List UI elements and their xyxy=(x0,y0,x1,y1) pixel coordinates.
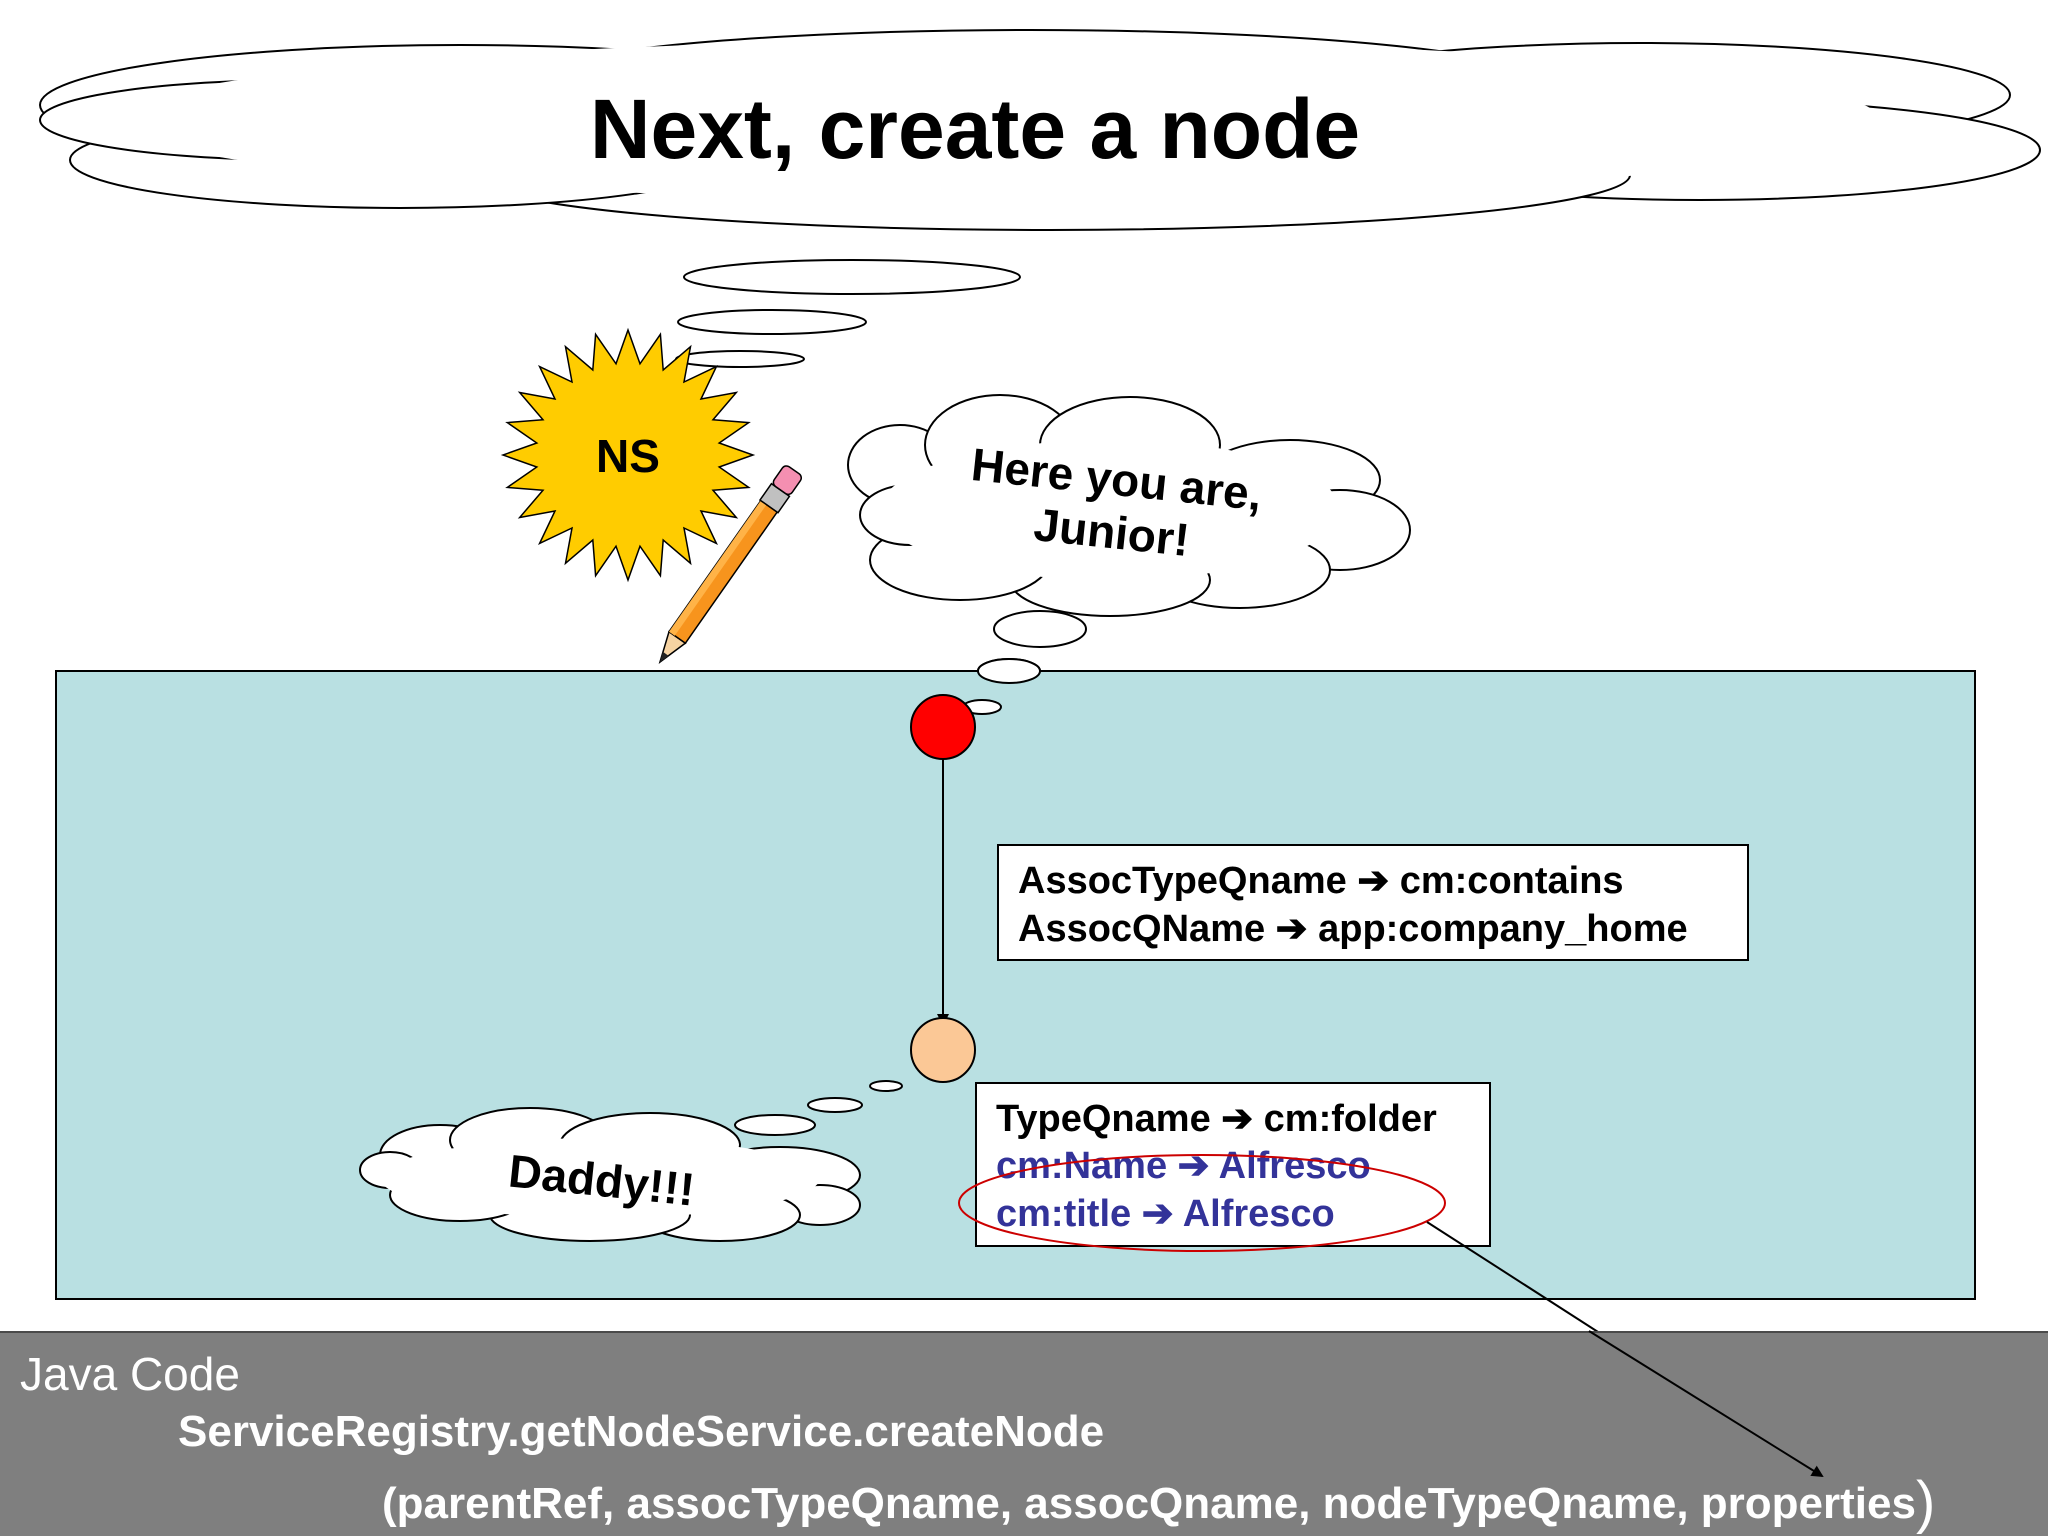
parent-speech-cloud xyxy=(847,394,1411,617)
title-cloud xyxy=(39,29,2041,231)
assoc-type-line: AssocTypeQname ➔ cm:contains xyxy=(1018,860,1624,902)
java-create-node-args: (parentRef, assocTypeQname, assocQname, … xyxy=(382,1469,1935,1536)
assoc-qname-line: AssocQName ➔ app:company_home xyxy=(1018,908,1688,950)
cm-name-line: cm:Name ➔ Alfresco xyxy=(996,1145,1371,1187)
child-speech-cloud xyxy=(359,1107,861,1242)
properties-highlight-ellipse xyxy=(958,1154,1446,1252)
child-thought-trail xyxy=(734,1080,903,1136)
ns-starburst-icon xyxy=(500,327,756,583)
java-close-paren: ) xyxy=(1915,1470,1936,1535)
parent-thought-trail-overlap xyxy=(962,658,1041,715)
parent-node[interactable] xyxy=(910,694,976,760)
java-code-panel: Java Code ServiceRegistry.getNodeService… xyxy=(0,1331,2048,1536)
page-title: Next, create a node xyxy=(590,82,1360,176)
pencil-icon xyxy=(658,465,803,664)
assoc-box xyxy=(997,844,1749,961)
java-args-text: (parentRef, assocTypeQname, assocQname, … xyxy=(382,1479,1916,1528)
type-qname-line: TypeQname ➔ cm:folder xyxy=(996,1098,1437,1140)
java-create-node-call: ServiceRegistry.getNodeService.createNod… xyxy=(178,1407,1105,1456)
cm-title-line: cm:title ➔ Alfresco xyxy=(996,1193,1335,1235)
ns-label: NS xyxy=(596,430,660,482)
java-code-title: Java Code xyxy=(20,1348,240,1400)
title-thought-trail xyxy=(675,259,1021,368)
child-node[interactable] xyxy=(910,1017,976,1083)
